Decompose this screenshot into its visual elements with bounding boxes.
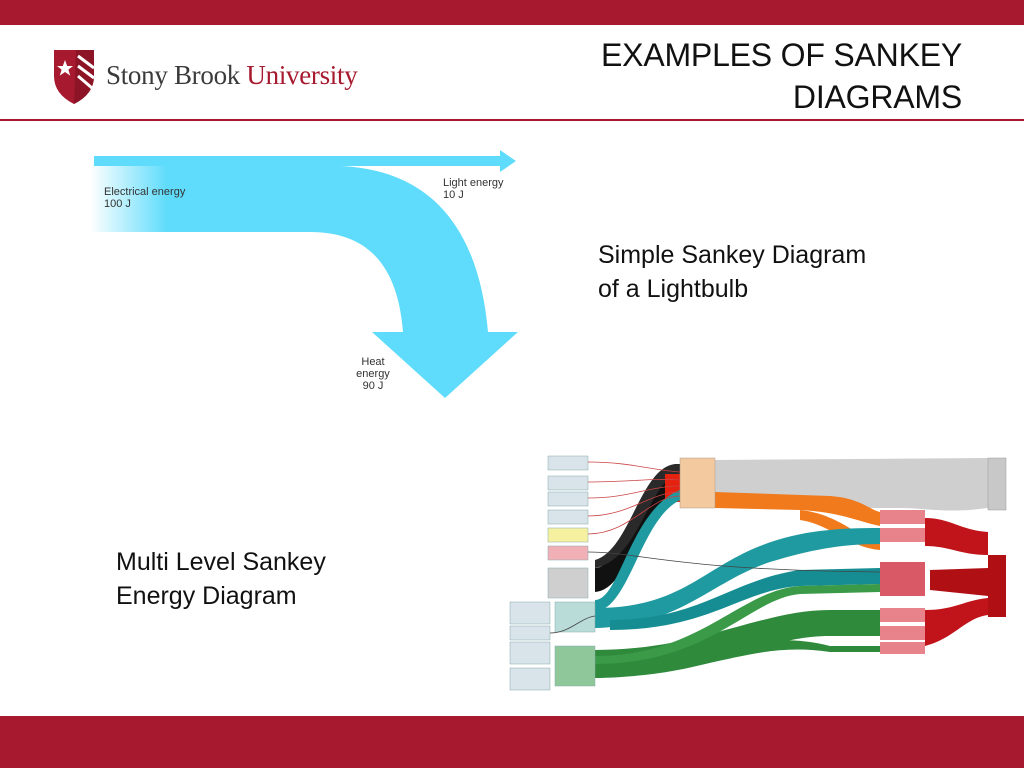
heat-energy-flow [300,166,518,398]
minor-flow-lines [549,461,881,634]
heat-value: 90 J [363,380,384,392]
input-fade-band [90,156,310,232]
logo-wordmark: Stony Brook University [106,60,358,91]
heat-label-1: Heat [361,356,384,368]
lightbulb-caption-line-1: Simple Sankey Diagram [598,241,867,269]
logo-word-university: University [246,60,358,90]
distributed-electricity-flow [715,492,880,526]
petroleum-flow-industrial [595,584,880,664]
gas-flow-main [595,528,880,628]
input-label: Electrical energy [104,186,186,198]
energy-caption-line-1: Multi Level Sankey [116,548,326,576]
slide-title-line-2: DIAGRAMS [792,79,962,115]
light-energy-flow [94,150,516,172]
heat-label-2: energy [356,368,390,380]
bottom-accent-bar [0,716,1024,768]
source-nodes [509,455,596,691]
energy-caption: Multi Level Sankey Energy Diagram [116,545,326,613]
header-divider [0,119,1024,121]
top-accent-bar [0,0,1024,25]
electricity-generation-node [679,457,716,509]
lightbulb-caption: Simple Sankey Diagram of a Lightbulb [598,238,866,306]
end-use-flow-low [925,598,988,646]
lightbulb-caption-line-2: of a Lightbulb [598,275,749,303]
end-use-flow-top [925,518,988,555]
university-logo: Stony Brook University [50,48,370,108]
petroleum-flow-residential [595,640,880,676]
gas-flow-electric [595,490,680,612]
shield-icon [54,50,95,104]
slide-title-line-1: EXAMPLES OF SANKEY [601,37,962,73]
energy-caption-line-2: Energy Diagram [116,582,297,610]
lost-energy-bar [987,457,1007,511]
used-energy-bar [988,555,1006,617]
input-value: 100 J [104,198,131,210]
logo-word-stony-brook: Stony Brook [106,60,240,90]
light-label: Light energy [443,177,504,189]
sector-nodes [880,510,925,654]
energy-sankey-diagram [500,450,1020,702]
lightbulb-sankey-diagram: Electrical energy 100 J Light energy 10 … [90,150,518,398]
slide-title: EXAMPLES OF SANKEY DIAGRAMS [542,34,962,118]
end-use-flow-mid [930,568,988,596]
light-value: 10 J [443,189,464,201]
gas-flow-industrial [610,568,880,630]
